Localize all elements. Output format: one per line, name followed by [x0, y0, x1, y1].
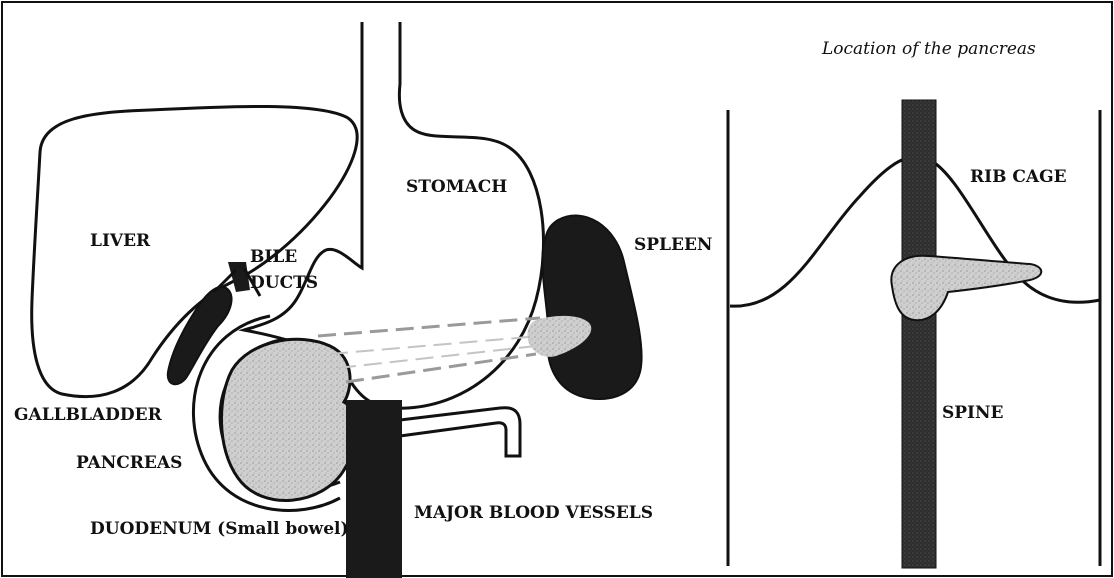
label-gallbladder: GALLBLADDER	[14, 405, 163, 425]
label-rib-cage: RIB CAGE	[970, 167, 1067, 187]
right-location-panel: Location of the pancreas RIB CAGE SPINE	[728, 39, 1100, 568]
pancreas-head	[221, 339, 356, 500]
label-bile-ducts-line1: BILE	[250, 247, 297, 267]
spleen-shape	[542, 216, 641, 399]
label-duodenum: DUODENUM (Small bowel)	[90, 519, 349, 539]
right-panel-title: Location of the pancreas	[821, 39, 1036, 59]
left-anatomy-panel: LIVER BILE DUCTS STOMACH SPLEEN GALLBLAD…	[14, 22, 712, 578]
label-stomach: STOMACH	[406, 177, 507, 197]
pancreas-location-shape	[891, 256, 1041, 320]
label-major-blood-vessels: MAJOR BLOOD VESSELS	[414, 503, 653, 523]
label-liver: LIVER	[90, 231, 151, 251]
duodenum-hook	[400, 408, 520, 456]
label-bile-ducts-line2: DUCTS	[250, 273, 318, 293]
major-blood-vessels	[346, 400, 402, 578]
spine-column	[902, 100, 936, 568]
label-pancreas: PANCREAS	[76, 453, 182, 473]
label-spleen: SPLEEN	[634, 235, 712, 255]
label-spine: SPINE	[942, 403, 1004, 423]
